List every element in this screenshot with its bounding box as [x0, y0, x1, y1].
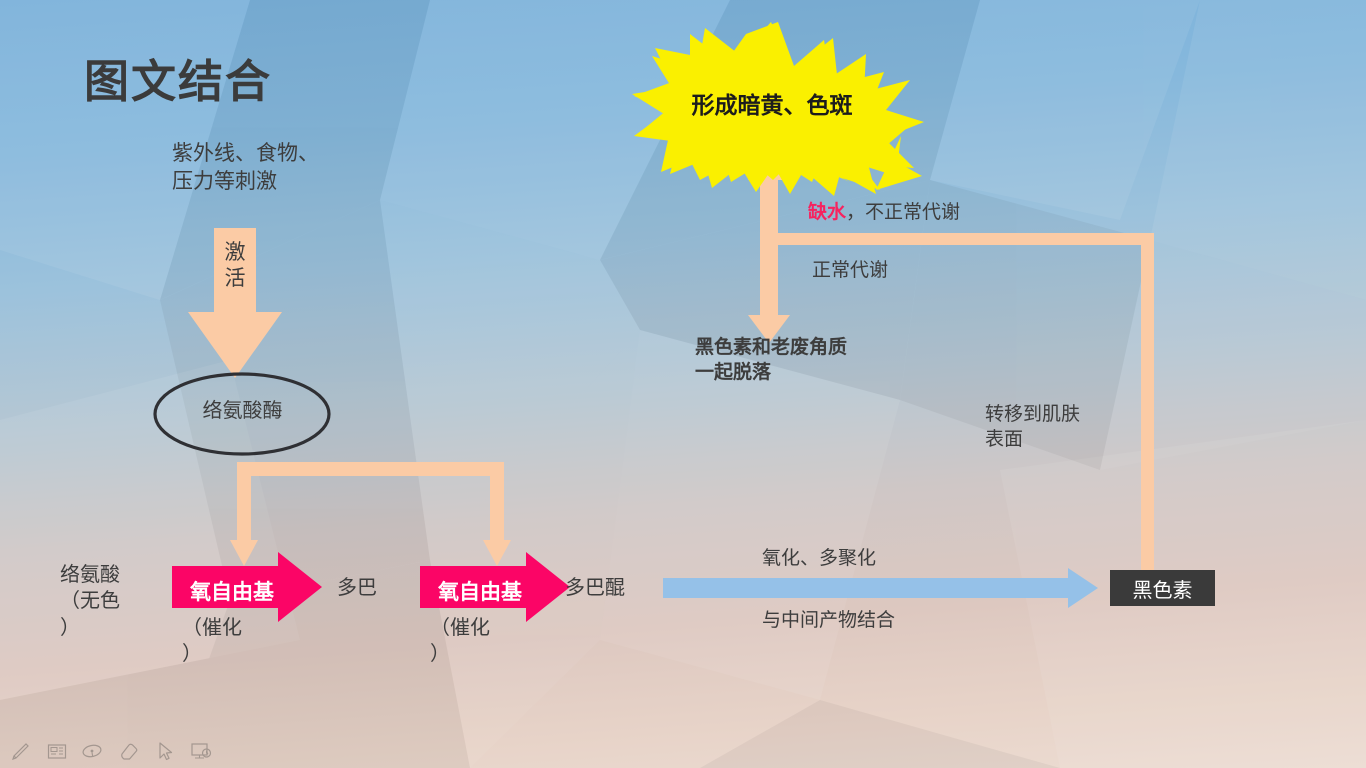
- oxidation-blue-arrow: [663, 568, 1098, 608]
- pen-icon[interactable]: [6, 738, 36, 764]
- combine-label: 与中间产物结合: [762, 610, 896, 631]
- screen-capture-icon[interactable]: [42, 738, 72, 764]
- shedding-text: 黑色素和老废角质 一起脱落: [695, 337, 848, 384]
- annotation-toolbar: [0, 734, 1366, 768]
- stimulus-text: 紫外线、食物、 压力等刺激: [172, 142, 319, 193]
- activate-arrow: [188, 228, 282, 378]
- pink-arrow-1-label: 氧自由基: [190, 581, 274, 604]
- transfer-to-skin-text: 转移到肌肤 表面: [985, 404, 1081, 451]
- pink-arrow-2-label: 氧自由基: [438, 581, 522, 604]
- page-title: 图文结合: [84, 56, 273, 107]
- pink-arrow-1: [172, 552, 322, 622]
- dehydration-highlight: 缺水: [808, 202, 847, 223]
- dopa-label: 多巴: [337, 577, 377, 599]
- melanin-chip: 黑色素: [1110, 570, 1215, 606]
- oxidation-label: 氧化、多聚化: [762, 548, 877, 569]
- catalyst-label-2: （催化 ）: [430, 617, 490, 666]
- normal-metabolism-connector: [770, 233, 1152, 245]
- dehydration-path-label: 缺水，不正常代谢: [808, 200, 960, 225]
- eraser-icon[interactable]: [114, 738, 144, 764]
- tyrosinase-ellipse: [153, 372, 331, 456]
- lasso-icon[interactable]: [78, 738, 108, 764]
- catalyst-label-1: （催化 ）: [182, 617, 242, 666]
- normal-metabolism-label: 正常代谢: [812, 260, 889, 281]
- tyrosinase-label: 络氨酸酶: [202, 400, 283, 422]
- enzyme-split-connector: [230, 462, 511, 566]
- melanin-label: 黑色素: [1132, 579, 1193, 602]
- dopaquinone-label: 多巴醌: [565, 577, 625, 599]
- dehydration-rest: ，不正常代谢: [846, 202, 961, 223]
- melanin-return-connector: [1141, 233, 1154, 570]
- projector-icon[interactable]: [186, 738, 216, 764]
- cursor-icon[interactable]: [150, 738, 180, 764]
- activate-arrow-label: 激活: [224, 241, 246, 291]
- starburst-label: 形成暗黄、色斑: [691, 92, 853, 118]
- tyrosine-label: 络氨酸 （无色 ）: [60, 564, 120, 639]
- pink-arrow-2: [420, 552, 570, 622]
- starburst-overlay: [632, 22, 924, 196]
